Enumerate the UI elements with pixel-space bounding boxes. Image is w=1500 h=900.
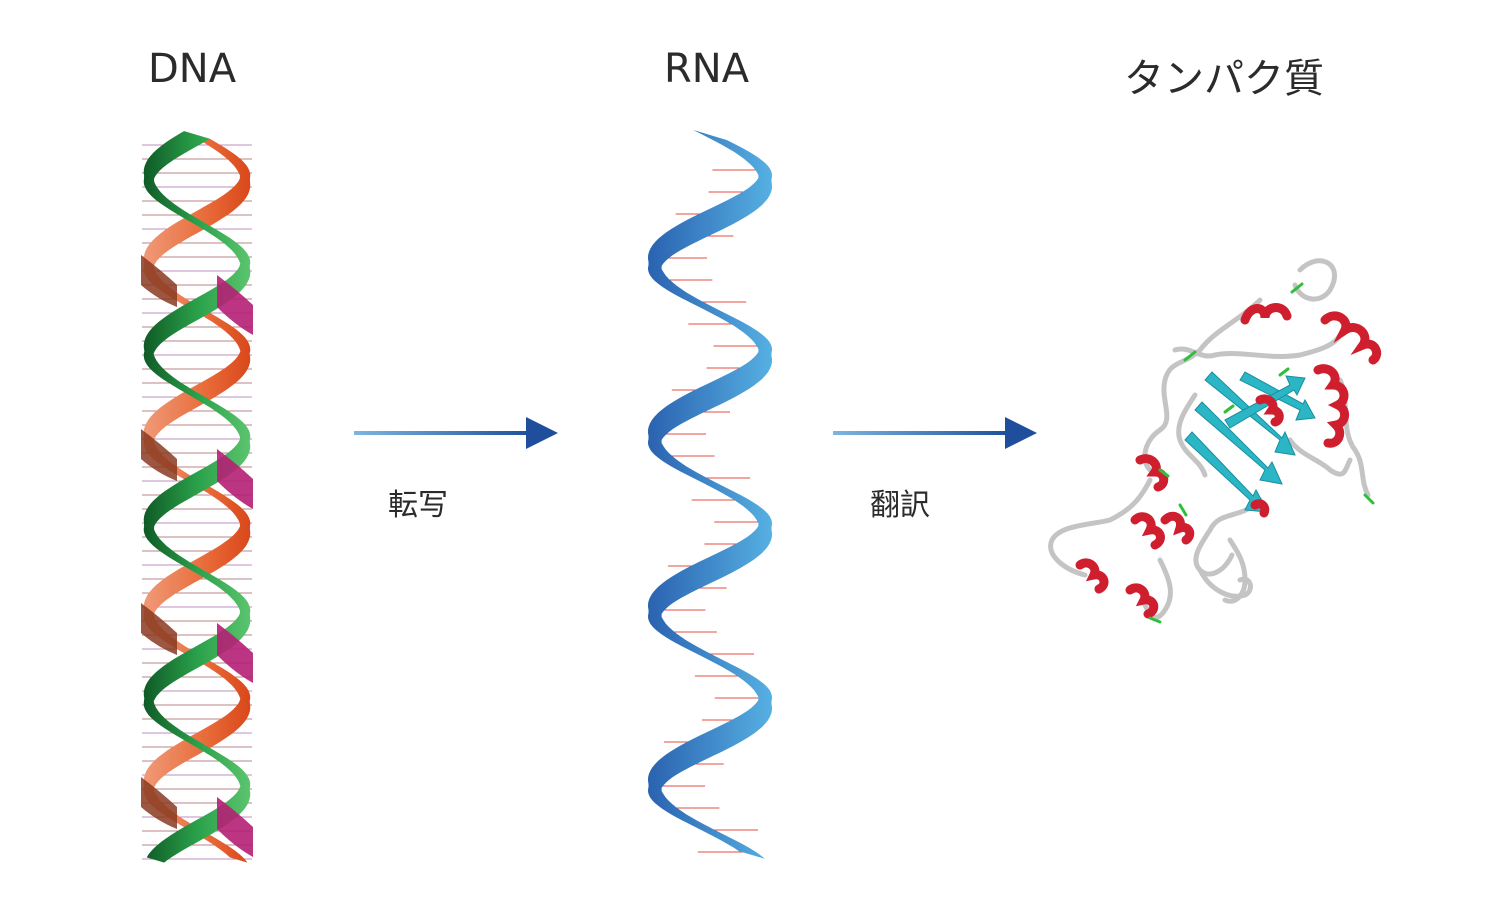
- transcription-arrow-head: [526, 417, 558, 449]
- translation-arrow: [833, 417, 1037, 449]
- dna-double-helix: [141, 131, 253, 863]
- transcription-label: 転写: [388, 488, 448, 523]
- rna-title: RNA: [664, 46, 750, 92]
- dna-accent-magenta: [217, 449, 253, 509]
- dna-accent-magenta: [217, 797, 253, 857]
- rna-strand: [648, 129, 772, 859]
- protein-beta-sheets: [1184, 371, 1316, 513]
- transcription-arrow: [354, 417, 558, 449]
- translation-label: 翻訳: [870, 488, 930, 523]
- dna-accent-magenta: [217, 623, 253, 683]
- dna-strand-orange: [143, 131, 251, 863]
- translation-arrow-shaft: [833, 431, 1009, 435]
- protein-coils: [1048, 258, 1371, 621]
- protein-turns: [1148, 282, 1375, 624]
- translation-arrow-head: [1005, 417, 1037, 449]
- dna-accent-brown: [141, 603, 177, 655]
- dna-strand-green: [143, 131, 251, 863]
- rna-ribbon: [648, 129, 772, 859]
- dna-title: DNA: [148, 46, 237, 92]
- transcription-arrow-shaft: [354, 431, 530, 435]
- dna-accent-magenta: [217, 275, 253, 335]
- protein-title: タンパク質: [1124, 56, 1324, 102]
- dna-accent-brown: [141, 429, 177, 481]
- dna-accent-brown: [141, 255, 177, 307]
- protein-structure: [1048, 258, 1382, 624]
- dna-accent-brown: [141, 777, 177, 829]
- protein-alpha-helices: [1075, 303, 1382, 619]
